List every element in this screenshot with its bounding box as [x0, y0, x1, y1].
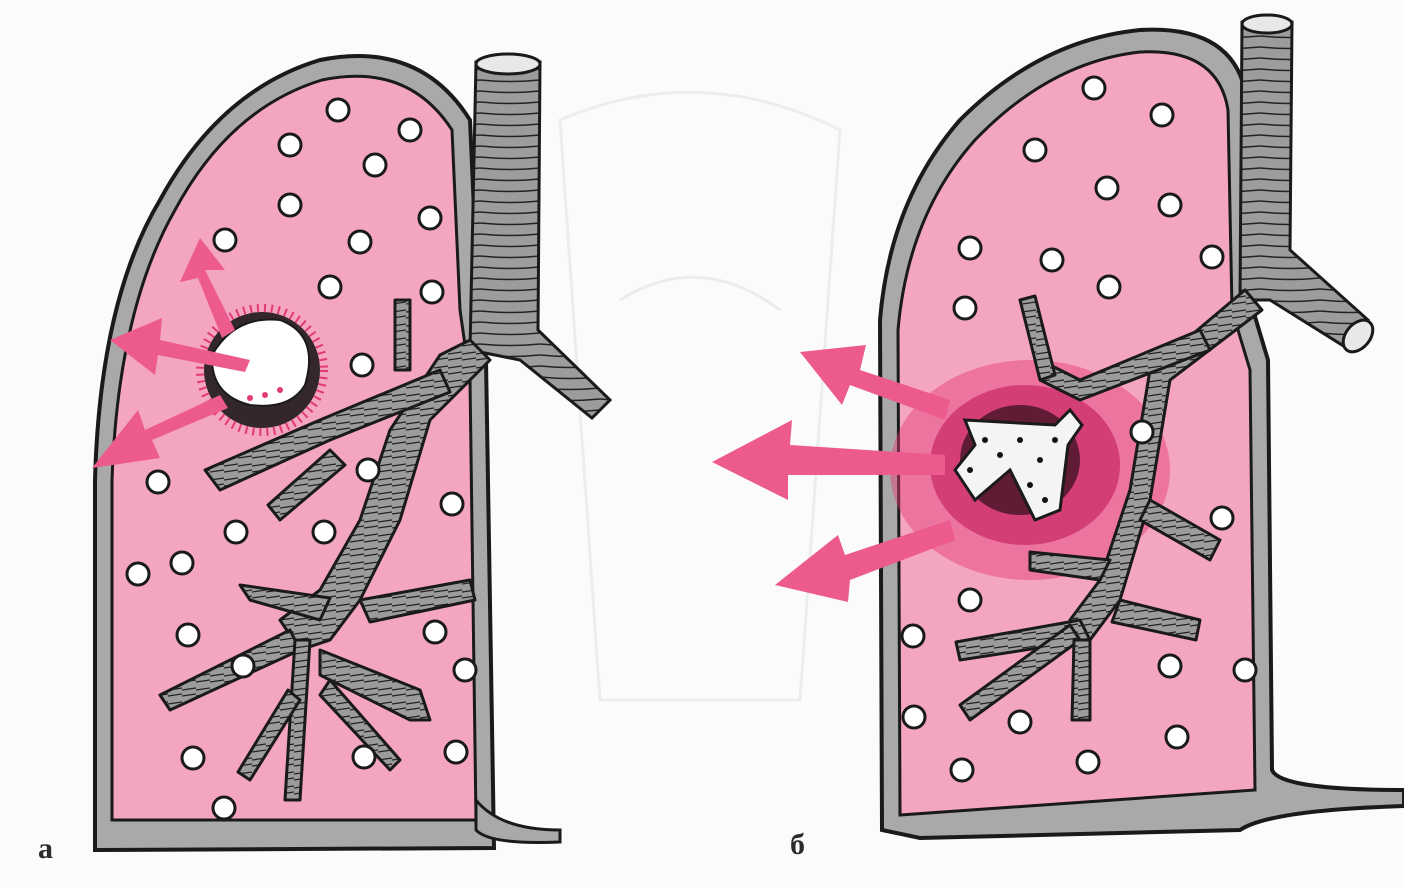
panel-b [712, 15, 1404, 838]
trachea-b [1240, 15, 1379, 358]
panel-label-b: б [790, 828, 805, 862]
panel-a [92, 54, 610, 850]
panel-label-a: а [38, 832, 53, 866]
